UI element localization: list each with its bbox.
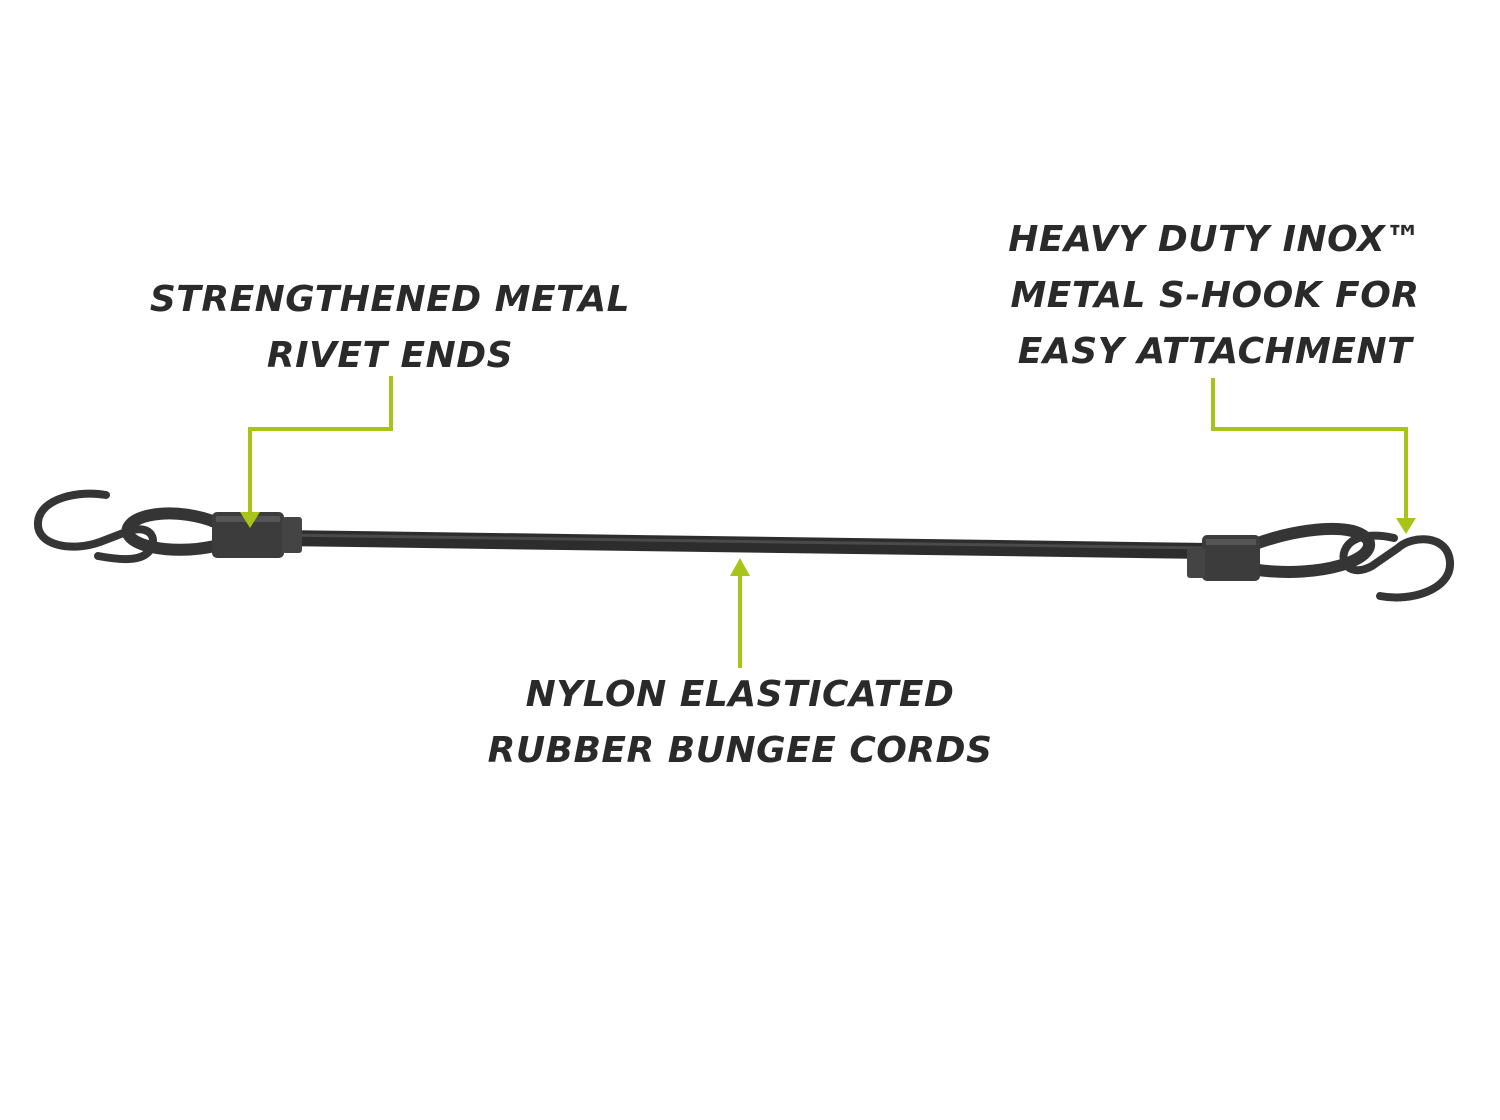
hook-callout-line bbox=[1211, 378, 1408, 520]
s-hook-icon bbox=[1339, 531, 1454, 602]
hook-callout-line1: HEAVY DUTY INOX™ bbox=[1008, 219, 1422, 260]
s-hook-icon bbox=[34, 489, 157, 564]
hook-arrowhead bbox=[1396, 518, 1416, 534]
cord-callout-line1: NYLON ELASTICATED bbox=[525, 674, 955, 715]
rivet-callout-line2: RIVET ENDS bbox=[266, 335, 514, 376]
cord-callout-line2: RUBBER BUNGEE CORDS bbox=[487, 730, 993, 771]
rivet-callout-line bbox=[248, 376, 393, 514]
hook-callout-line3: EASY ATTACHMENT bbox=[1017, 331, 1413, 372]
cord-arrowhead bbox=[730, 558, 750, 576]
metal-rivet-icon bbox=[212, 512, 302, 558]
hook-callout-line2: METAL S-HOOK FOR bbox=[1010, 275, 1420, 316]
hook-callout-label: HEAVY DUTY INOX™ METAL S-HOOK FOR EASY A… bbox=[965, 212, 1465, 380]
rivet-callout-line1: STRENGTHENED METAL bbox=[149, 279, 631, 320]
cord-callout-label: NYLON ELASTICATED RUBBER BUNGEE CORDS bbox=[430, 667, 1050, 779]
bungee-cord-icon bbox=[272, 530, 1218, 559]
rivet-callout-label: STRENGTHENED METAL RIVET ENDS bbox=[120, 272, 660, 384]
metal-rivet-icon bbox=[1187, 535, 1260, 581]
rivet-arrowhead bbox=[240, 512, 260, 528]
